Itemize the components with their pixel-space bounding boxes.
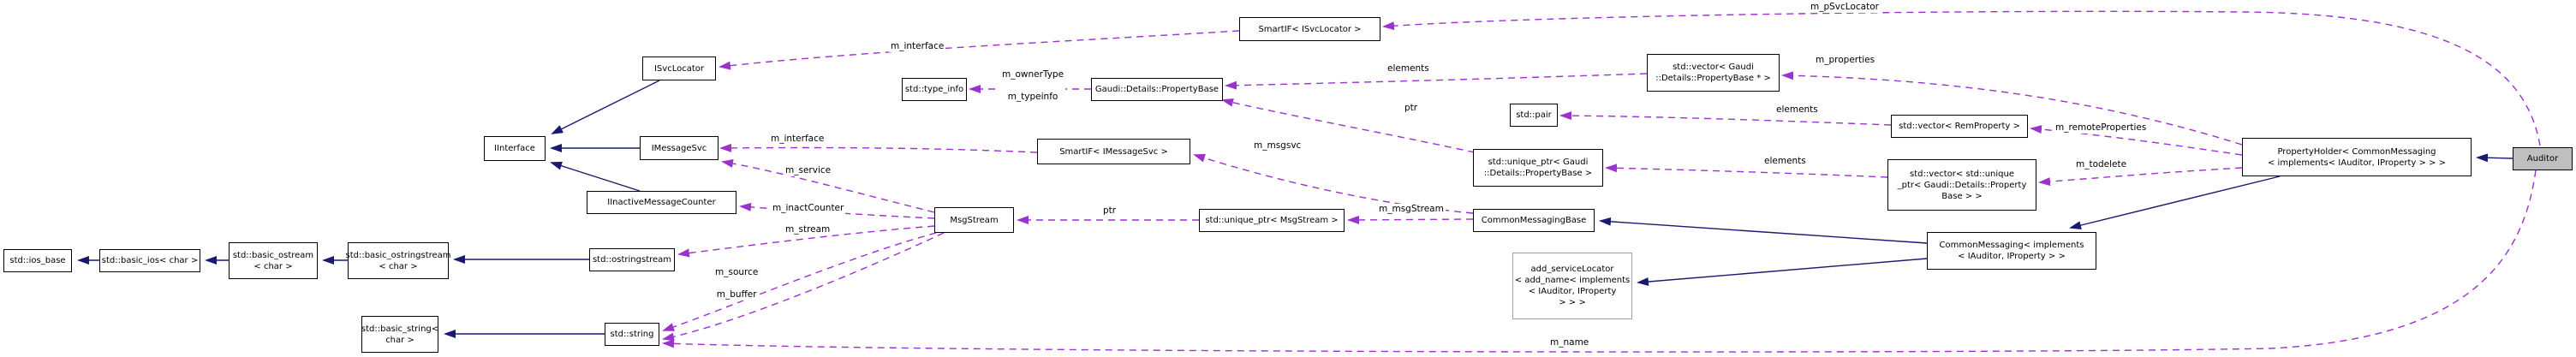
edge-label-m-service: m_service (784, 165, 833, 176)
edge-vector-propertybase-to-propertybase-elements (1225, 73, 1648, 90)
edge-label-ptr-propertybase: ptr (1403, 103, 1420, 114)
edge-label-m-remoteproperties: m_remoteProperties (2054, 122, 2149, 134)
class-node-std-basic-ostringstream[interactable]: std::basic_ostringstream < char > (345, 242, 451, 279)
edge-commonmessaging-to-add-servicelocator (1637, 258, 1928, 286)
edge-label-m-stream: m_stream (784, 224, 832, 235)
class-node-isvclocator[interactable]: ISvcLocator (642, 57, 716, 80)
edge-iinactivemessagecounter-to-iinterface (550, 161, 641, 192)
edge-label-m-msgsvc: m_msgsvc (1252, 140, 1303, 152)
edge-label-m-psvclocator: m_pSvcLocator (1809, 2, 1881, 13)
class-node-vector-unique-ptr-propertybase[interactable]: std::vector< std::unique _ptr< Gaudi::De… (1887, 159, 2036, 211)
class-node-msgstream[interactable]: MsgStream (934, 207, 1014, 233)
edge-label-m-interface-messagesvc: m_interface (769, 134, 826, 145)
class-node-propertyholder[interactable]: PropertyHolder< CommonMessaging < implem… (2242, 138, 2472, 176)
class-node-std-ostringstream[interactable]: std::ostringstream (589, 248, 675, 271)
class-node-std-basic-string[interactable]: std::basic_string< char > (361, 316, 438, 353)
edge-label-elements-properties: elements (1386, 63, 1431, 74)
edge-propertyholder-to-vector-unique-ptr-m-todelete (2038, 167, 2243, 187)
edge-msgstream-to-string-m-buffer (662, 232, 945, 342)
edge-label-elements-todelete: elements (1762, 156, 1808, 167)
edge-label-m-typeinfo: m_typeinfo (1007, 92, 1058, 102)
edge-isvclocator-to-iinterface (551, 80, 660, 134)
class-node-vector-propertybase-ptr[interactable]: std::vector< Gaudi ::Details::PropertyBa… (1647, 54, 1780, 92)
edge-commonmessaging-to-commonmessagingbase (1599, 217, 1928, 244)
edge-label-m-msgstream: m_msgStream (1377, 204, 1446, 215)
edge-label-m-interface-svclocator: m_interface (889, 41, 946, 52)
class-node-iinterface[interactable]: IInterface (484, 136, 546, 161)
class-node-commonmessagingbase[interactable]: CommonMessagingBase (1473, 209, 1595, 232)
class-node-imessagesvc[interactable]: IMessageSvc (640, 136, 719, 160)
edge-label-m-properties: m_properties (1814, 55, 1877, 66)
class-node-vector-remproperty[interactable]: std::vector< RemProperty > (1891, 115, 2028, 138)
edge-label-elements-pair: elements (1774, 104, 1820, 116)
class-node-commonmessaging-implements[interactable]: CommonMessaging< implements < IAuditor, … (1927, 232, 2096, 270)
class-node-std-basic-ostream[interactable]: std::basic_ostream < char > (229, 242, 318, 279)
edge-commonmessagingbase-to-unique-ptr-msgstream-m-msgstream (1347, 215, 1474, 224)
edge-label-m-source-m-buffer: m_source m_buffer (713, 256, 760, 300)
edge-msgstream-to-string-m-source (662, 232, 937, 331)
class-node-unique-ptr-msgstream[interactable]: std::unique_ptr< MsgStream > (1199, 209, 1345, 232)
edge-label-m-name: m_name (1548, 337, 1591, 348)
class-node-smartif-imessagesvc[interactable]: SmartIF< IMessageSvc > (1037, 139, 1190, 164)
edge-label-ptr-msgstream: ptr (1101, 205, 1118, 217)
edge-propertyholder-to-commonmessaging (2069, 176, 2281, 229)
edge-smartif-isvclocator-to-isvclocator-m-interface (719, 30, 1240, 70)
edge-label-m-ownertype-m-typeinfo: m_ownerType m_typeinfo (1000, 58, 1066, 103)
edge-label-m-buffer: m_buffer (716, 289, 757, 300)
class-node-add-servicelocator: add_serviceLocator < add_name< implement… (1512, 253, 1632, 319)
edge-label-m-ownertype: m_ownerType (1002, 69, 1064, 80)
edge-vector-unique-ptr-to-unique-ptr-propertybase-elements (1605, 164, 1888, 178)
class-node-std-pair[interactable]: std::pair (1510, 104, 1558, 127)
class-node-iinactivemessagecounter[interactable]: IInactiveMessageCounter (587, 191, 736, 214)
class-node-std-basic-ios[interactable]: std::basic_ios< char > (99, 249, 200, 272)
class-node-auditor-main: Auditor (2513, 147, 2573, 170)
class-node-unique-ptr-propertybase[interactable]: std::unique_ptr< Gaudi ::Details::Proper… (1473, 149, 1603, 187)
edge-label-m-todelete: m_todelete (2074, 159, 2129, 170)
class-node-smartif-isvclocator[interactable]: SmartIF< ISvcLocator > (1239, 17, 1380, 41)
class-node-std-string[interactable]: std::string (605, 323, 659, 346)
edge-vector-remproperty-to-pair-elements (1559, 111, 1892, 126)
edge-label-m-source: m_source (715, 267, 759, 277)
edge-label-m-inactcounter: m_inactCounter (771, 203, 846, 214)
edge-smartif-imessagesvc-to-imessagesvc-m-interface (719, 143, 1038, 153)
class-node-std-ios-base[interactable]: std::ios_base (3, 249, 72, 272)
class-node-gaudi-details-propertybase[interactable]: Gaudi::Details::PropertyBase (1091, 78, 1223, 101)
class-node-std-type-info[interactable]: std::type_info (902, 78, 967, 101)
